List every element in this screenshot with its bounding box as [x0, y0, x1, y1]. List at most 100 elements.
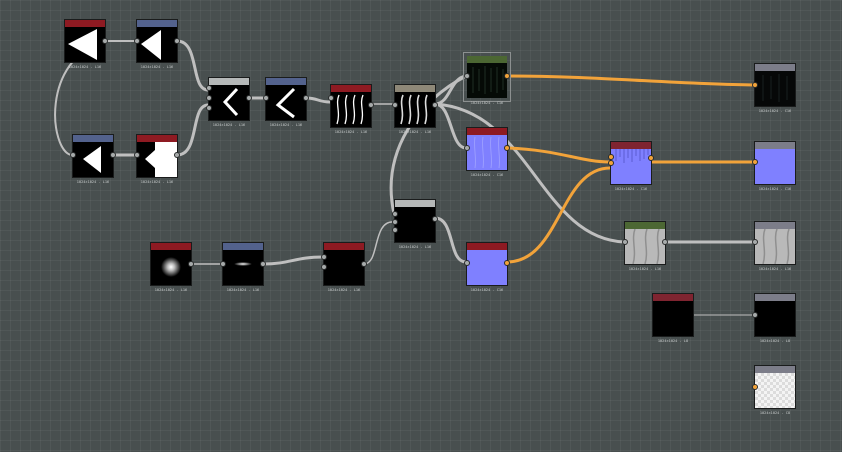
node-header[interactable]	[755, 222, 795, 229]
output-node-2[interactable]: 1024×1024 - C16	[752, 141, 796, 191]
output-port[interactable]	[504, 145, 510, 151]
output-node-5[interactable]: 1024×1024 - C8	[752, 365, 796, 415]
graph-node-13[interactable]: 1024×1024 - L16	[321, 242, 367, 292]
graph-node-10[interactable]: 1024×1024 - C16	[464, 127, 510, 177]
node-header[interactable]	[151, 243, 191, 250]
input-port[interactable]	[464, 145, 470, 151]
graph-node-15[interactable]: 1024×1024 - C16	[464, 242, 510, 292]
node-header[interactable]	[755, 366, 795, 373]
graph-node-14[interactable]: 1024×1024 - L16	[392, 199, 438, 249]
node-header[interactable]	[611, 142, 651, 149]
graph-node-8[interactable]: 1024×1024 - L16	[392, 84, 438, 134]
graph-node-17[interactable]: 1024×1024 - L16	[622, 221, 668, 271]
output-port[interactable]	[368, 102, 374, 108]
node-header[interactable]	[223, 243, 263, 250]
output-port[interactable]	[102, 38, 108, 44]
connection-wire[interactable]	[363, 221, 395, 265]
graph-node-1[interactable]: 1024×1024 - L16	[64, 19, 108, 69]
input-port[interactable]	[70, 152, 76, 158]
node-header[interactable]	[73, 135, 113, 142]
node-header[interactable]	[266, 78, 306, 85]
connection-wire[interactable]	[261, 255, 325, 266]
graph-node-11[interactable]: 1024×1024 - L16	[150, 242, 194, 292]
graph-node-6[interactable]: 1024×1024 - L16	[263, 77, 309, 127]
input-port[interactable]	[134, 152, 140, 158]
connection-wire[interactable]	[389, 74, 468, 216]
output-port[interactable]	[361, 261, 367, 267]
node-header[interactable]	[395, 85, 435, 92]
connection-wire[interactable]	[175, 103, 210, 157]
output-port[interactable]	[260, 261, 266, 267]
output-port[interactable]	[504, 260, 510, 266]
input-port[interactable]	[392, 227, 398, 233]
input-port[interactable]	[220, 261, 226, 267]
input-port[interactable]	[752, 159, 758, 165]
node-header[interactable]	[653, 294, 693, 301]
graph-node-7[interactable]: 1024×1024 - L16	[328, 84, 374, 134]
input-port[interactable]	[752, 239, 758, 245]
node-header[interactable]	[625, 222, 665, 229]
node-header[interactable]	[137, 135, 177, 142]
node-header[interactable]	[755, 142, 795, 149]
node-header[interactable]	[755, 294, 795, 301]
output-port[interactable]	[648, 155, 654, 161]
output-port[interactable]	[432, 102, 438, 108]
node-header[interactable]	[755, 64, 795, 71]
graph-node-9[interactable]: 1024×1024 - C16	[463, 52, 511, 105]
input-port[interactable]	[608, 160, 614, 166]
node-header[interactable]	[467, 56, 507, 63]
graph-node-4[interactable]: 1024×1024 - L16	[134, 134, 180, 184]
output-port[interactable]	[662, 239, 668, 245]
node-header[interactable]	[395, 200, 435, 207]
output-port[interactable]	[504, 73, 510, 79]
input-port[interactable]	[328, 95, 334, 101]
input-port[interactable]	[206, 85, 212, 91]
graph-node-12[interactable]: 1024×1024 - L16	[220, 242, 266, 292]
input-port[interactable]	[263, 95, 269, 101]
input-port[interactable]	[206, 95, 212, 101]
connection-wire[interactable]	[175, 39, 210, 92]
node-header[interactable]	[331, 85, 371, 92]
graph-node-18[interactable]: 1024×1024 - L8	[652, 293, 694, 343]
connection-wire[interactable]	[433, 216, 468, 264]
node-header[interactable]	[467, 128, 507, 135]
output-port[interactable]	[110, 152, 116, 158]
connection-wire[interactable]	[505, 166, 612, 264]
node-header[interactable]	[137, 20, 177, 27]
input-port[interactable]	[752, 312, 758, 318]
input-port[interactable]	[134, 38, 140, 44]
input-port[interactable]	[464, 73, 470, 79]
output-node-4[interactable]: 1024×1024 - L8	[752, 293, 796, 343]
output-port[interactable]	[188, 261, 194, 267]
connection-wire[interactable]	[505, 74, 756, 87]
output-port[interactable]	[174, 38, 180, 44]
input-port[interactable]	[752, 384, 758, 390]
input-port[interactable]	[622, 239, 628, 245]
input-port[interactable]	[464, 260, 470, 266]
output-node-3[interactable]: 1024×1024 - L16	[752, 221, 796, 271]
connection-wire[interactable]	[505, 146, 612, 164]
output-node-1[interactable]: 1024×1024 - C16	[752, 63, 796, 113]
node-header[interactable]	[65, 20, 105, 27]
node-header[interactable]	[209, 78, 249, 85]
graph-node-2[interactable]: 1024×1024 - L16	[134, 19, 180, 69]
connection-wire[interactable]	[433, 102, 626, 244]
input-port[interactable]	[392, 211, 398, 217]
node-header[interactable]	[324, 243, 364, 250]
output-port[interactable]	[303, 95, 309, 101]
connection-wire[interactable]	[304, 96, 332, 104]
input-port[interactable]	[206, 105, 212, 111]
input-port[interactable]	[321, 254, 327, 260]
output-port[interactable]	[432, 216, 438, 222]
graph-node-3[interactable]: 1024×1024 - L16	[70, 134, 116, 184]
input-port[interactable]	[321, 264, 327, 270]
graph-node-16[interactable]: 1024×1024 - C16	[608, 141, 654, 191]
input-port[interactable]	[392, 219, 398, 225]
output-port[interactable]	[174, 152, 180, 158]
input-port[interactable]	[608, 154, 614, 160]
input-port[interactable]	[752, 82, 758, 88]
graph-node-5[interactable]: 1024×1024 - L16	[206, 77, 252, 127]
input-port[interactable]	[392, 102, 398, 108]
node-header[interactable]	[467, 243, 507, 250]
